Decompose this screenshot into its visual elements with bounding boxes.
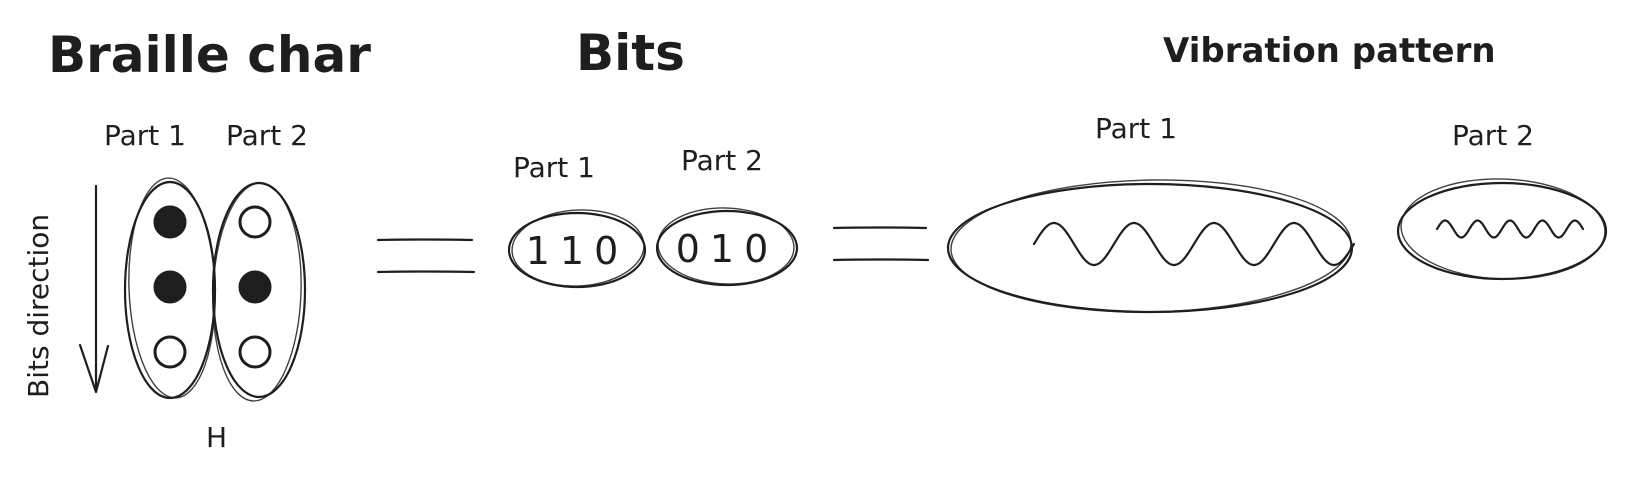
equals-sign-1: [376, 238, 476, 274]
bits-part2-label: Part 2: [681, 144, 763, 177]
braille-part2-label: Part 2: [226, 119, 308, 152]
braille-dot-part1-2-raised: [153, 270, 187, 304]
braille-dots: [153, 205, 272, 369]
vibration-part1-label: Part 1: [1095, 112, 1177, 145]
braille-dot-part2-2-raised: [238, 270, 272, 304]
braille-part1-oval: [123, 177, 217, 400]
braille-part1-label: Part 1: [104, 119, 186, 152]
braille-title: Braille char: [48, 26, 371, 84]
vibration-part1-oval: [946, 179, 1354, 314]
braille-part2-oval: [211, 181, 307, 402]
vibration-part2-oval: [1396, 178, 1608, 281]
vibration-title: Vibration pattern: [1163, 31, 1496, 71]
bits-part1-label: Part 1: [513, 151, 595, 184]
braille-char-label: H: [206, 421, 227, 454]
vibration-part2-label: Part 2: [1452, 119, 1534, 152]
braille-dot-part2-3-flat: [238, 335, 272, 369]
bits-part2-value: 010: [676, 227, 779, 271]
braille-dot-part2-1-flat: [238, 205, 272, 239]
equals-sign-2: [832, 226, 930, 262]
bits-part1-value: 110: [526, 229, 629, 273]
bits-direction-arrow: [78, 184, 110, 394]
vibration-part1-wave: [1032, 221, 1356, 267]
bits-title: Bits: [576, 24, 685, 82]
bits-direction-label: Bits direction: [22, 214, 55, 398]
braille-dot-part1-1-raised: [153, 205, 187, 239]
braille-dot-part1-3-flat: [153, 335, 187, 369]
bits-part1-oval: [507, 209, 647, 289]
vibration-part2-wave: [1435, 219, 1585, 239]
bits-part2-oval: [655, 207, 799, 287]
